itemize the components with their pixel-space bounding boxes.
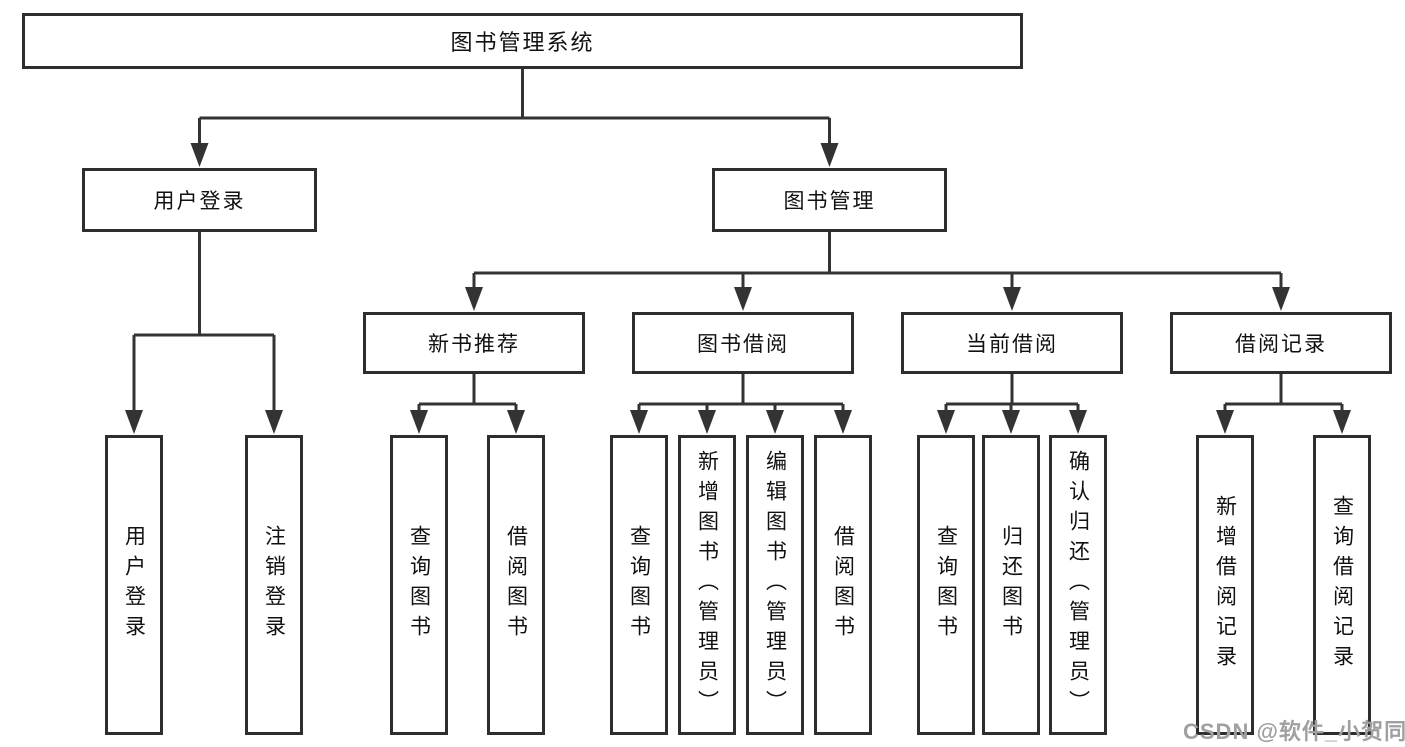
csdn-watermark: CSDN @软件_小贺同学 bbox=[1183, 719, 1405, 744]
node-label: 图书管理 bbox=[783, 190, 876, 213]
arrowhead bbox=[125, 410, 143, 434]
node-label: 用户登录 bbox=[122, 525, 146, 645]
node-label: 图书借阅 bbox=[697, 333, 789, 356]
arrowhead bbox=[630, 410, 648, 434]
arrowhead bbox=[465, 287, 483, 311]
arrowhead bbox=[834, 410, 852, 434]
arrowhead bbox=[1003, 287, 1021, 311]
node-edit-book-admin: 编辑图书（管理员） bbox=[746, 435, 804, 735]
node-label: 注销登录 bbox=[262, 525, 286, 645]
node-add-book-admin: 新增图书（管理员） bbox=[678, 435, 736, 735]
arrowhead bbox=[1216, 410, 1234, 434]
node-add-borrow-record: 新增借阅记录 bbox=[1196, 435, 1254, 735]
node-borrow-books-borrow: 借阅图书 bbox=[814, 435, 872, 735]
arrowhead bbox=[410, 410, 428, 434]
node-label: 用户登录 bbox=[153, 190, 246, 213]
node-library-management-system: 图书管理系统 bbox=[22, 13, 1023, 69]
arrowhead bbox=[1002, 410, 1020, 434]
arrowhead bbox=[937, 410, 955, 434]
node-label: 查询图书 bbox=[934, 525, 958, 645]
arrowhead bbox=[507, 410, 525, 434]
arrowhead bbox=[265, 410, 283, 434]
node-query-borrow-record: 查询借阅记录 bbox=[1313, 435, 1371, 735]
node-label: 当前借阅 bbox=[966, 333, 1058, 356]
arrowhead bbox=[1272, 287, 1290, 311]
node-label: 确认归还（管理员） bbox=[1066, 450, 1090, 720]
node-label: 新书推荐 bbox=[428, 333, 520, 356]
arrowhead bbox=[820, 143, 839, 167]
node-borrowing-records: 借阅记录 bbox=[1170, 312, 1392, 374]
node-query-books-current: 查询图书 bbox=[917, 435, 975, 735]
node-book-management: 图书管理 bbox=[712, 168, 947, 232]
node-label: 查询图书 bbox=[627, 525, 651, 645]
node-label: 借阅记录 bbox=[1235, 333, 1327, 356]
node-user-login-action: 用户登录 bbox=[105, 435, 163, 735]
node-query-books-borrow: 查询图书 bbox=[610, 435, 668, 735]
node-book-borrowing: 图书借阅 bbox=[632, 312, 854, 374]
arrowhead bbox=[734, 287, 752, 311]
node-label: 编辑图书（管理员） bbox=[763, 450, 787, 720]
node-label: 查询图书 bbox=[407, 525, 431, 645]
arrowhead bbox=[766, 410, 784, 434]
node-label: 借阅图书 bbox=[504, 525, 528, 645]
node-confirm-return-admin: 确认归还（管理员） bbox=[1049, 435, 1107, 735]
arrowhead bbox=[1333, 410, 1351, 434]
node-label: 新增借阅记录 bbox=[1213, 495, 1237, 675]
arrowhead bbox=[1069, 410, 1087, 434]
node-label: 图书管理系统 bbox=[450, 30, 595, 55]
node-label: 归还图书 bbox=[999, 525, 1023, 645]
node-label: 查询借阅记录 bbox=[1330, 495, 1354, 675]
arrowhead bbox=[698, 410, 716, 434]
node-logout-action: 注销登录 bbox=[245, 435, 303, 735]
node-user-login: 用户登录 bbox=[82, 168, 317, 232]
node-label: 新增图书（管理员） bbox=[695, 450, 719, 720]
node-borrow-books-recommend: 借阅图书 bbox=[487, 435, 545, 735]
node-new-book-recommendation: 新书推荐 bbox=[363, 312, 585, 374]
node-return-book: 归还图书 bbox=[982, 435, 1040, 735]
node-label: 借阅图书 bbox=[831, 525, 855, 645]
arrowhead bbox=[190, 143, 209, 167]
node-query-books-recommend: 查询图书 bbox=[390, 435, 448, 735]
node-current-borrowing: 当前借阅 bbox=[901, 312, 1123, 374]
